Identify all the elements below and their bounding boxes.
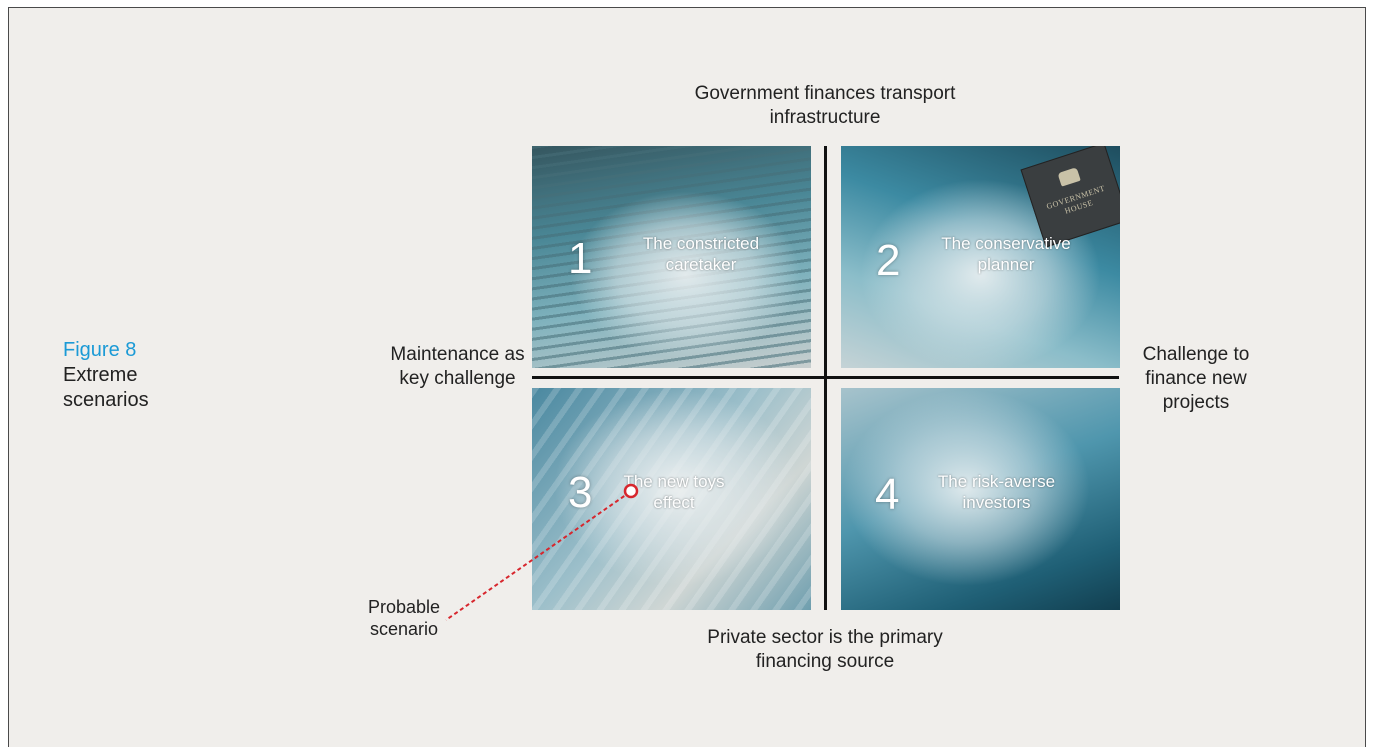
quadrant-2-number: 2 bbox=[876, 236, 901, 285]
quadrant-3-number: 3 bbox=[568, 468, 593, 517]
quadrant-1-label: The constricted caretaker bbox=[642, 234, 760, 274]
axis-label-left: Maintenance as key challenge bbox=[390, 344, 525, 389]
quadrant-3-label: The new toys effect bbox=[623, 472, 725, 512]
figure-title: Extreme scenarios bbox=[63, 364, 149, 411]
quadrant-4-label: The risk-averse investors bbox=[937, 472, 1056, 512]
axis-label-bottom: Private sector is the primary financing … bbox=[707, 627, 943, 672]
quadrant-2-label: The conservative planner bbox=[941, 234, 1071, 274]
quadrant-1-image: 1 The constricted caretaker bbox=[532, 146, 811, 368]
figure-caption: Figure 8 Extreme scenarios bbox=[63, 338, 173, 413]
probable-scenario-marker bbox=[623, 483, 639, 499]
quadrant-2-image: GOVERNMENT HOUSE 2 The conservative plan… bbox=[841, 146, 1120, 368]
callout-dashed-line bbox=[445, 491, 631, 621]
axis-label-top: Government finances transport infrastruc… bbox=[694, 83, 956, 128]
vertical-axis-line bbox=[824, 146, 827, 610]
axis-label-right: Challenge to finance new projects bbox=[1142, 344, 1250, 413]
quadrant-4-image: 4 The risk-averse investors bbox=[841, 388, 1120, 610]
quadrant-4-number: 4 bbox=[875, 470, 900, 519]
quadrant-1-number: 1 bbox=[568, 234, 593, 283]
figure-number: Figure 8 bbox=[63, 339, 137, 361]
quadrant-3-image: 3 The new toys effect bbox=[532, 388, 811, 610]
probable-scenario-label: Probable scenario bbox=[367, 597, 441, 639]
